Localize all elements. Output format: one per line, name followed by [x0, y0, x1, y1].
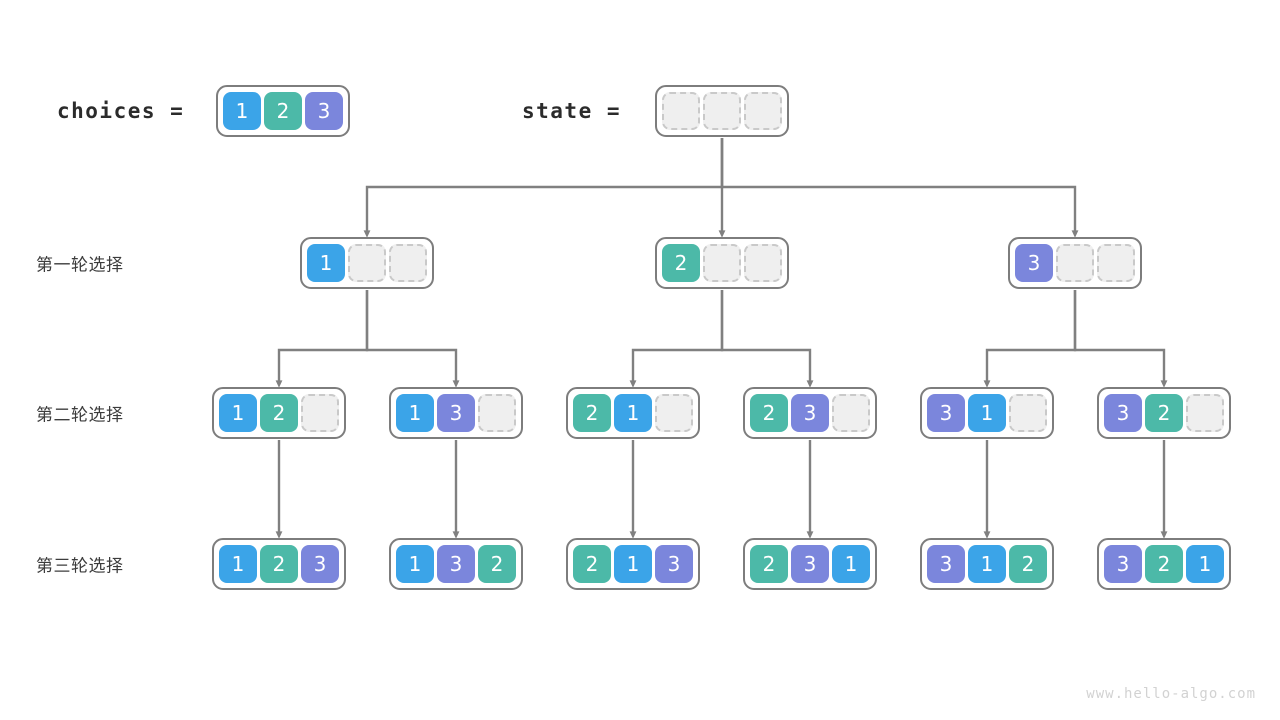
array-cell-value: 1 — [832, 545, 870, 583]
array-cell-value: 1 — [614, 394, 652, 432]
row-label-2: 第二轮选择 — [36, 405, 124, 426]
array-cell-value: 3 — [927, 545, 965, 583]
array-cell-value: 2 — [573, 545, 611, 583]
array-cell-value: 2 — [573, 394, 611, 432]
edge-root-to-r1n3 — [720, 138, 1079, 238]
array-cell-value: 1 — [396, 545, 434, 583]
array-cell-value: 3 — [927, 394, 965, 432]
array-cell-value: 2 — [264, 92, 302, 130]
array-cell-value: 3 — [301, 545, 339, 583]
array-cell-empty — [1056, 244, 1094, 282]
array-cell-empty — [832, 394, 870, 432]
array-cell-value: 2 — [478, 545, 516, 583]
array-cell-value: 3 — [305, 92, 343, 130]
array-cell-value: 2 — [260, 394, 298, 432]
array-cell-empty — [662, 92, 700, 130]
tree-node-r1n2: 2 — [655, 237, 789, 289]
array-cell-value: 3 — [655, 545, 693, 583]
array-cell-value: 1 — [219, 394, 257, 432]
array-cell-value: 3 — [437, 545, 475, 583]
array-cell-value: 2 — [1145, 394, 1183, 432]
array-cell-empty — [478, 394, 516, 432]
array-cell-value: 3 — [1104, 394, 1142, 432]
array-cell-empty — [655, 394, 693, 432]
edge-r1n3-to-r2n6 — [1073, 290, 1168, 388]
array-cell-value: 3 — [1015, 244, 1053, 282]
array-cell-empty — [744, 244, 782, 282]
edge-r1n3-to-r2n5 — [983, 290, 1077, 388]
array-cell-value: 1 — [396, 394, 434, 432]
choices-label: choices = — [57, 99, 185, 123]
array-cell-empty — [703, 244, 741, 282]
array-cell-empty — [348, 244, 386, 282]
row-label-3: 第三轮选择 — [36, 556, 124, 577]
array-cell-empty — [389, 244, 427, 282]
array-cell-empty — [703, 92, 741, 130]
edge-paths — [275, 138, 1168, 539]
array-cell-value: 3 — [791, 394, 829, 432]
array-cell-value: 3 — [791, 545, 829, 583]
array-cell-empty — [1097, 244, 1135, 282]
array-cell-value: 2 — [662, 244, 700, 282]
array-cell-value: 2 — [260, 545, 298, 583]
row-label-1: 第一轮选择 — [36, 255, 124, 276]
edge-r1n1-to-r2n1 — [275, 290, 369, 388]
array-cell-value: 1 — [223, 92, 261, 130]
edge-r1n1-to-r2n2 — [365, 290, 460, 388]
array-cell-value: 2 — [750, 545, 788, 583]
tree-node-root — [655, 85, 789, 137]
array-cell-value: 3 — [437, 394, 475, 432]
state-label: state = — [522, 99, 622, 123]
tree-node-r1n3: 3 — [1008, 237, 1142, 289]
edge-r1n2-to-r2n3 — [629, 290, 724, 388]
array-cell-value: 2 — [1009, 545, 1047, 583]
watermark: www.hello-algo.com — [1086, 686, 1256, 702]
array-cell-value: 1 — [219, 545, 257, 583]
array-cell-value: 1 — [968, 545, 1006, 583]
array-cell-value: 1 — [614, 545, 652, 583]
array-cell-value: 3 — [1104, 545, 1142, 583]
edge-r1n2-to-r2n4 — [720, 290, 814, 388]
edge-root-to-r1n1 — [363, 138, 724, 238]
array-cell-value: 1 — [968, 394, 1006, 432]
array-cell-empty — [301, 394, 339, 432]
array-cell-value: 2 — [750, 394, 788, 432]
array-cell-empty — [1009, 394, 1047, 432]
tree-node-r1n1: 1 — [300, 237, 434, 289]
array-cell-value: 2 — [1145, 545, 1183, 583]
array-cell-value: 1 — [1186, 545, 1224, 583]
array-cell-empty — [744, 92, 782, 130]
array-cell-value: 1 — [307, 244, 345, 282]
array-cell-empty — [1186, 394, 1224, 432]
